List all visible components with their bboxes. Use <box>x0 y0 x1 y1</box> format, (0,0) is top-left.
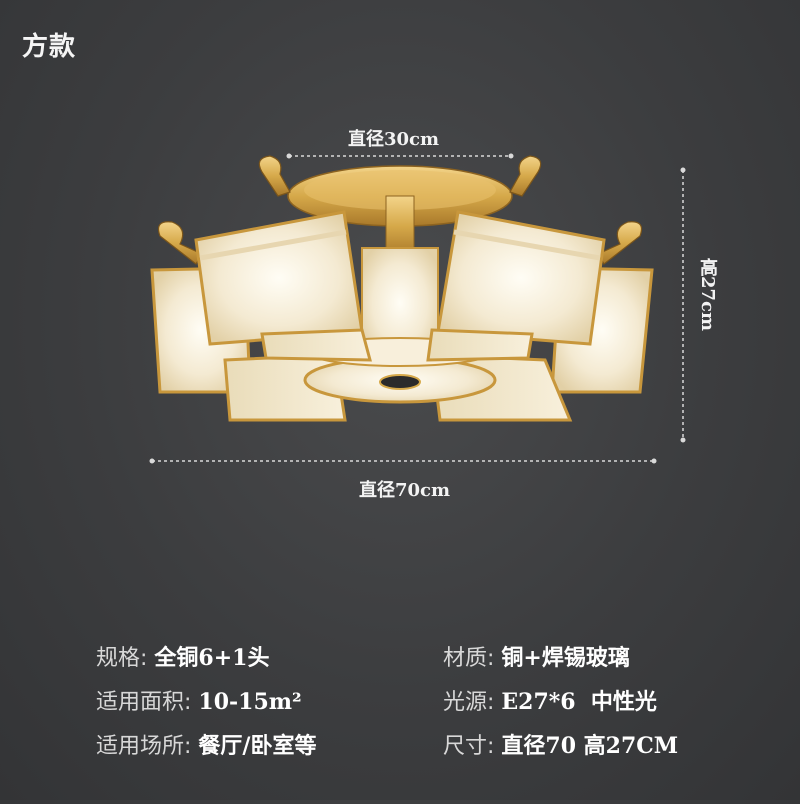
diameter-bottom-label: 直径70cm <box>359 480 451 501</box>
spec-value: 铜+焊锡玻璃 <box>501 645 630 671</box>
spec-key: 规格: <box>96 646 155 671</box>
spec-key: 适用场所: <box>96 734 199 759</box>
spec-item-light-source: 光源: E27*6 中性光 <box>443 684 657 716</box>
spec-item-size: 尺寸: 直径70 高27CM <box>443 728 678 760</box>
spec-value: 全铜6+1头 <box>154 645 270 671</box>
spec-item-specification: 规格: 全铜6+1头 <box>96 640 269 672</box>
spec-list: 规格: 全铜6+1头 适用面积: 10-15m² 适用场所: 餐厅/卧室等 材质… <box>0 632 800 772</box>
spec-item-area: 适用面积: 10-15m² <box>96 684 302 716</box>
spec-item-material: 材质: 铜+焊锡玻璃 <box>443 640 630 672</box>
spec-key: 适用面积: <box>96 690 199 715</box>
dimension-lines <box>149 153 686 464</box>
spec-key: 光源: <box>443 690 502 715</box>
spec-value: 10-15m² <box>198 689 302 715</box>
height-label: 高27cm <box>697 258 718 332</box>
page-title: 方款 <box>22 32 77 62</box>
spec-value: 餐厅/卧室等 <box>198 733 317 759</box>
spec-key: 材质: <box>443 646 502 671</box>
diameter-top-label: 直径30cm <box>348 129 440 150</box>
spec-value: 直径70 高27CM <box>501 733 679 759</box>
spec-value: E27*6 中性光 <box>501 689 657 715</box>
spec-item-location: 适用场所: 餐厅/卧室等 <box>96 728 316 760</box>
spec-key: 尺寸: <box>443 734 502 759</box>
